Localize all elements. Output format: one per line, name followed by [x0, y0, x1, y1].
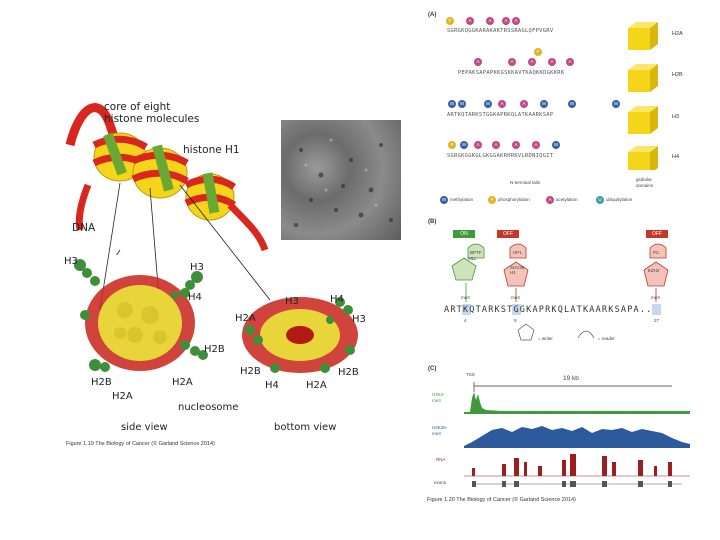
mark-badge: M — [552, 141, 560, 149]
bv-h4-label: H4 — [330, 294, 344, 305]
tag-h4: H4 — [672, 154, 679, 160]
mark-badge: P — [448, 141, 456, 149]
side-view-label: side view — [121, 422, 168, 433]
mark-badge: A — [498, 100, 506, 108]
legend-methylation: methylation — [450, 197, 473, 202]
off-pill-2: OFF — [646, 230, 668, 238]
mark-badge: A — [566, 58, 574, 66]
track-exons: exons — [434, 480, 446, 485]
core-label: core of eight histone molecules — [104, 101, 199, 125]
tag-h2b: H2B — [672, 72, 683, 78]
left-caption: Figure 1.19 The Biology of Cancer (© Gar… — [66, 441, 215, 447]
seq-h4: SGRGKGGKGLGKGGAKRHRKVLRDNIQGIT — [447, 153, 553, 159]
h1-label: histone H1 — [183, 144, 240, 156]
mark-me3-1: me3 — [461, 295, 470, 300]
mark-badge: M — [484, 100, 492, 108]
mark-badge: A — [548, 58, 556, 66]
off-pill-1: OFF — [497, 230, 519, 238]
panel-b-sequence: ARTKQTARKSTGGKAPRKQLATKAARKSAPA.. — [444, 305, 652, 315]
mark-badge: A — [486, 17, 494, 25]
reader-pc: PC — [653, 250, 659, 255]
tag-h2a: H2A — [672, 31, 683, 37]
writer-mll: MLL — [468, 256, 477, 261]
mark-badge: A — [528, 58, 536, 66]
track-h3k4me3: H3K4- me3 — [432, 392, 445, 403]
mark-me3-3: me3 — [651, 295, 660, 300]
bv-h2b-label: H2B — [240, 366, 261, 377]
legend-acetylation-icon: A — [546, 196, 554, 204]
panel-c-label: (C) — [428, 366, 436, 372]
panel-b-label: (B) — [428, 219, 436, 225]
on-pill: ON — [453, 230, 475, 238]
mark-badge: A — [474, 141, 482, 149]
h2a-label-2: H2A — [112, 391, 133, 402]
bv-h2a-label: H2A — [235, 313, 256, 324]
tag-h3: H3 — [672, 114, 679, 120]
mark-badge: A — [502, 17, 510, 25]
bottom-view-label: bottom view — [274, 422, 336, 433]
mark-badge: A — [532, 141, 540, 149]
tss-label: TSS — [466, 372, 475, 377]
legend-phosphorylation: phosphorylation — [498, 197, 530, 202]
track-rna: RNA — [436, 457, 446, 462]
mark-badge: A — [474, 58, 482, 66]
seq-h2b: PEPAKSAPAPKKGSKKAVTKAQKKDGKKRK — [458, 70, 564, 76]
mark-badge: A — [466, 17, 474, 25]
mark-badge: A — [520, 100, 528, 108]
mark-badge: P — [534, 48, 542, 56]
bv-h2a-label-2: H2A — [306, 380, 327, 391]
position-4: 4 — [464, 318, 467, 323]
mark-badge: M — [458, 100, 466, 108]
right-caption: Figure 1.20 The Biology of Cancer (© Gar… — [427, 497, 576, 503]
mark-badge: M — [460, 141, 468, 149]
reader-hp1: HP1 — [513, 250, 522, 255]
mark-badge: M — [540, 100, 548, 108]
h3-label-1: H3 — [64, 256, 78, 267]
legend-methylation-icon: M — [440, 196, 448, 204]
bv-h2b-label-2: H2B — [338, 367, 359, 378]
h2b-label-2: H2B — [91, 377, 112, 388]
mark-badge: M — [568, 100, 576, 108]
seq-h2a: SGRGKQGGKARAKAKTRSSRAGLQFPVGRV — [447, 28, 553, 34]
reader-bptf: BPTF — [470, 250, 482, 255]
mark-badge: A — [492, 141, 500, 149]
legend-acetylation: acetylation — [556, 197, 578, 202]
mark-me3-2: me3 — [511, 295, 520, 300]
electron-micrograph — [281, 120, 401, 240]
track-h3k36me3: H3K36- me3 — [432, 425, 447, 436]
seq-h3: ARTKQTARKSTGGKAPRKQLATKAARKSAP — [447, 112, 553, 118]
writer-suv39h1: SUV39 H1 — [510, 265, 524, 275]
h4-label: H4 — [188, 292, 202, 303]
mark-badge: A — [512, 17, 520, 25]
bv-h3-label: H3 — [285, 296, 299, 307]
bv-h3-label-2: H3 — [352, 314, 366, 325]
h2b-label-1: H2B — [204, 344, 225, 355]
mark-badge: M — [448, 100, 456, 108]
mark-badge: P — [446, 17, 454, 25]
h2a-label-1: H2A — [172, 377, 193, 388]
writer-legend: = writer — [538, 336, 553, 341]
nucleosome-label: nucleosome — [178, 402, 238, 413]
legend-phosphorylation-icon: P — [488, 196, 496, 204]
globular-domain-cubes — [618, 20, 688, 170]
h3-label-2: H3 — [190, 262, 204, 273]
reader-legend: = reader — [598, 336, 615, 341]
mark-badge: A — [512, 141, 520, 149]
domain-label: globular domains — [636, 177, 653, 189]
legend-ubiquitylation: ubiquitylation — [606, 197, 632, 202]
nterm-label: N-terminal tails — [510, 180, 540, 185]
writer-ezh2: EZH2 — [648, 268, 660, 273]
position-27: 27 — [654, 318, 659, 323]
position-9: 9 — [514, 318, 517, 323]
legend-ubiquitylation-icon: U — [596, 196, 604, 204]
genome-tracks — [462, 378, 690, 490]
bv-h4-label-2: H4 — [265, 380, 279, 391]
nucleosome-side-view — [65, 255, 225, 385]
mark-badge: A — [508, 58, 516, 66]
panel-a-label: (A) — [428, 12, 436, 18]
